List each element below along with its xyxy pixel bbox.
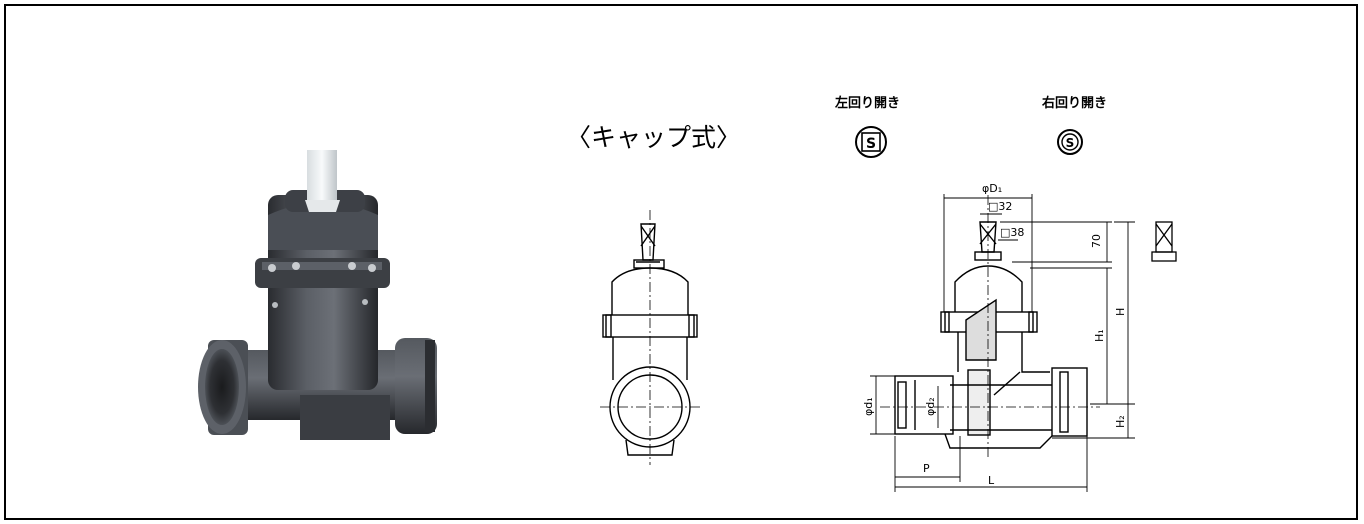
right-turn-s-letter: S — [1066, 136, 1075, 150]
dim-H: H — [1114, 308, 1127, 316]
dim-70: 70 — [1090, 234, 1103, 248]
right-turn-open-label: 右回り開き — [1042, 96, 1108, 111]
cap-type-title: 〈キャップ式〉 — [566, 123, 742, 152]
dim-38: □38 — [1000, 226, 1024, 239]
dim-phi-D1: φD₁ — [982, 182, 1002, 195]
dimension-lines — [870, 194, 1135, 492]
section-view-drawing — [880, 195, 1100, 460]
left-turn-s-letter: S — [866, 136, 876, 152]
dim-H1: H₁ — [1093, 329, 1106, 342]
dimension-labels: φD₁ □32 □38 70 H H₁ H₂ φd₁ φd₂ P L — [862, 182, 1127, 487]
dim-phi-d1: φd₁ — [862, 397, 875, 416]
dim-phi-d2: φd₂ — [924, 397, 937, 416]
left-turn-symbol: S — [855, 126, 887, 158]
valve-photo — [198, 150, 437, 440]
dim-L: L — [988, 474, 995, 487]
right-turn-symbol: S — [1057, 129, 1083, 155]
dim-P: P — [923, 462, 930, 475]
dim-H2: H₂ — [1114, 415, 1127, 428]
left-turn-open-label: 左回り開き — [835, 96, 901, 111]
cap-side-view — [1151, 221, 1177, 262]
front-view-drawing — [600, 210, 700, 465]
dim-32: □32 — [988, 200, 1012, 213]
